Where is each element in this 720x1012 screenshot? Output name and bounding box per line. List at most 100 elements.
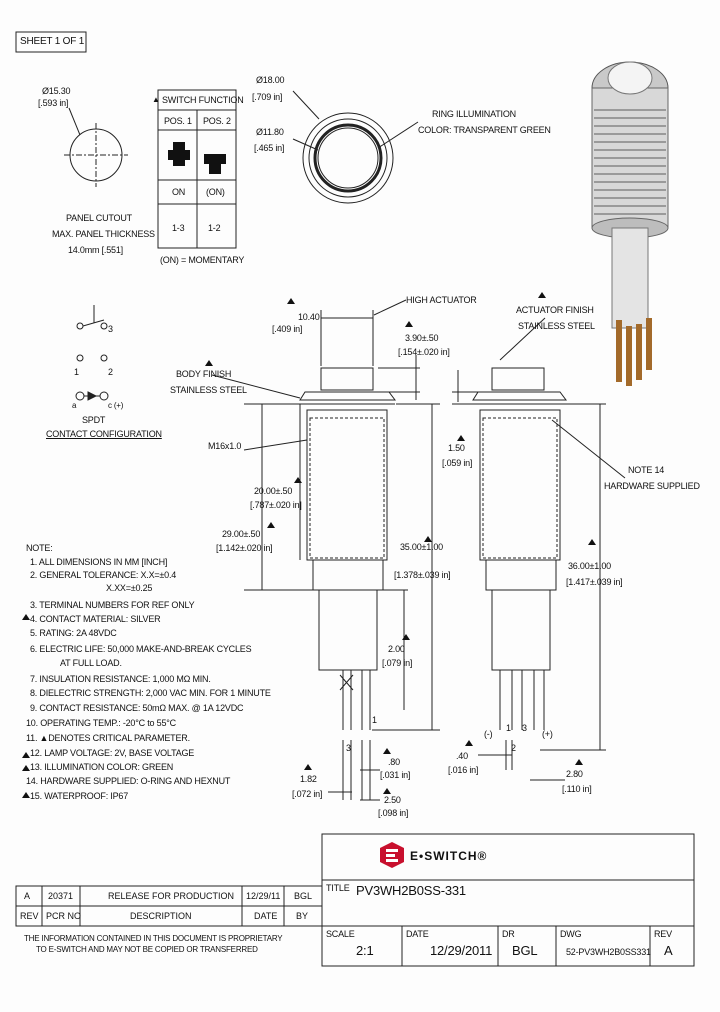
- panel-thickness-value: 14.0mm [.551]: [68, 245, 123, 255]
- dim-3600-mm: 36.00±1.00: [568, 561, 611, 571]
- dim-040-in: [.016 in]: [448, 765, 479, 775]
- pin-label-2: 2: [108, 367, 113, 377]
- scale-value: 2:1: [356, 943, 374, 958]
- date-label: DATE: [406, 929, 429, 939]
- dim-080-mm: .80: [388, 757, 400, 767]
- pin-label-3: 3: [108, 324, 113, 334]
- note-5: 5. RATING: 2A 48VDC: [30, 628, 117, 638]
- brand-logo-mark: [380, 842, 404, 868]
- disclaimer-line-1: THE INFORMATION CONTAINED IN THIS DOCUME…: [24, 934, 283, 943]
- dim-3600-in: [1.417±.039 in]: [566, 577, 623, 587]
- dim-2900-in: [1.142±.020 in]: [216, 543, 273, 553]
- note-2: 2. GENERAL TOLERANCE: X.X=±0.4: [30, 570, 177, 580]
- dim-150-in: [.059 in]: [442, 458, 473, 468]
- left-pin-label-1: 1: [372, 715, 377, 725]
- dim-1040-mm: 10.40: [298, 312, 320, 322]
- dr-value: BGL: [512, 943, 538, 958]
- contact-config-label-1: SPDT: [82, 415, 106, 425]
- note-3: 3. TERMINAL NUMBERS FOR REF ONLY: [30, 600, 195, 610]
- rev-header: REV: [20, 911, 39, 921]
- critical-triangles: [22, 292, 596, 798]
- switch-function-contact2: 1-2: [208, 223, 221, 233]
- left-pin-label-3: 3: [346, 743, 351, 753]
- note-6: 6. ELECTRIC LIFE: 50,000 MAKE-AND-BREAK …: [30, 644, 252, 654]
- actuator-finish-2: STAINLESS STEEL: [518, 321, 595, 331]
- dim-040-mm: .40: [456, 751, 468, 761]
- ring-label-2: COLOR: TRANSPARENT GREEN: [418, 125, 551, 135]
- scale-label: SCALE: [326, 929, 355, 939]
- dim-280-in: [.110 in]: [562, 784, 592, 794]
- dim-390-in: [.154±.020 in]: [398, 347, 450, 357]
- dim-390-mm: 3.90±.50: [405, 333, 439, 343]
- led-minus: a: [72, 401, 77, 410]
- date-header: DATE: [254, 911, 278, 921]
- product-illustration: [591, 61, 669, 386]
- rev-description: RELEASE FOR PRODUCTION: [108, 891, 235, 901]
- dim-200-in: [.079 in]: [382, 658, 413, 668]
- note-10: 10. OPERATING TEMP.: -20°C to 55°C: [26, 718, 176, 728]
- right-pin-label-2: 2: [511, 743, 516, 753]
- note-2b: X.XX=±0.25: [106, 583, 153, 593]
- panel-cutout-dia-mm: Ø15.30: [42, 86, 71, 96]
- ring-label-1: RING ILLUMINATION: [432, 109, 516, 119]
- body-finish-2: STAINLESS STEEL: [170, 385, 247, 395]
- inner-dia-in: [.465 in]: [254, 143, 285, 153]
- by-header: BY: [296, 911, 309, 921]
- title-label: TITLE: [326, 883, 350, 893]
- rev-by: BGL: [294, 891, 313, 901]
- dwg-label: DWG: [560, 929, 582, 939]
- switch-function-contact1: 1-3: [172, 223, 185, 233]
- note-11: 11. ▲DENOTES CRITICAL PARAMETER.: [26, 733, 190, 743]
- note-1: 1. ALL DIMENSIONS IN MM [INCH]: [30, 557, 168, 567]
- dim-2000-mm: 20.00±.50: [254, 486, 293, 496]
- pin-plus-label: (+): [542, 729, 553, 739]
- panel-cutout-dia-in: [.593 in]: [38, 98, 69, 108]
- dr-label: DR: [502, 929, 515, 939]
- note-14: 14. HARDWARE SUPPLIED: O-RING AND HEXNUT: [26, 776, 231, 786]
- dim-182-mm: 1.82: [300, 774, 317, 784]
- dim-182-in: [.072 in]: [292, 789, 323, 799]
- switch-function-state2: (ON): [206, 187, 225, 197]
- note-9: 9. CONTACT RESISTANCE: 50mΩ MAX. @ 1A 12…: [30, 703, 244, 713]
- led-plus: c (+): [108, 401, 124, 410]
- critical-marker-sf: ▲: [152, 95, 160, 104]
- notes-header: NOTE:: [26, 543, 53, 553]
- switch-function-icons: [168, 142, 226, 174]
- thread-label: M16x1.0: [208, 441, 242, 451]
- switch-function-footnote: (ON) = MOMENTARY: [160, 255, 245, 265]
- contact-config-label-2: CONTACT CONFIGURATION: [46, 429, 162, 439]
- sheet-label-box: [15, 31, 87, 53]
- body-finish-1: BODY FINISH: [176, 369, 232, 379]
- switch-function-col2: POS. 2: [203, 116, 231, 126]
- switch-function-col1: POS. 1: [164, 116, 192, 126]
- switch-function-header: SWITCH FUNCTION: [162, 95, 244, 105]
- outer-dia-in: [.709 in]: [252, 92, 283, 102]
- brand-name: E•SWITCH®: [410, 849, 488, 863]
- note-4: 4. CONTACT MATERIAL: SILVER: [30, 614, 161, 624]
- pcr-header: PCR NO: [46, 911, 82, 921]
- title-value: PV3WH2B0SS-331: [356, 883, 466, 898]
- dim-280-mm: 2.80: [566, 769, 583, 779]
- dwg-value: 52-PV3WH2B0SS331: [566, 947, 651, 957]
- dim-3500-in: [1.378±.039 in]: [394, 570, 451, 580]
- high-actuator-label: HIGH ACTUATOR: [406, 295, 477, 305]
- dim-1040-in: [.409 in]: [272, 324, 303, 334]
- note-12: 12. LAMP VOLTAGE: 2V, BASE VOLTAGE: [30, 748, 195, 758]
- panel-max-thickness: MAX. PANEL THICKNESS: [52, 229, 155, 239]
- dim-200-mm: 2.00: [388, 644, 405, 654]
- dim-250-mm: 2.50: [384, 795, 401, 805]
- dim-080-in: [.031 in]: [380, 770, 411, 780]
- dim-3500-mm: 35.00±1.00: [400, 542, 443, 552]
- rev-value: A: [24, 891, 31, 901]
- note14-label-2: HARDWARE SUPPLIED: [604, 481, 700, 491]
- sheet-label: SHEET 1 OF 1: [20, 36, 85, 47]
- dim-2000-in: [.787±.020 in]: [250, 500, 302, 510]
- inner-dia-mm: Ø11.80: [256, 127, 284, 137]
- pcr-value: 20371: [48, 891, 74, 901]
- note-7: 7. INSULATION RESISTANCE: 1,000 MΩ MIN.: [30, 674, 211, 684]
- switch-right-view: [472, 367, 567, 730]
- note-8: 8. DIELECTRIC STRENGTH: 2,000 VAC MIN. F…: [30, 688, 271, 698]
- rev-label: REV: [654, 929, 672, 939]
